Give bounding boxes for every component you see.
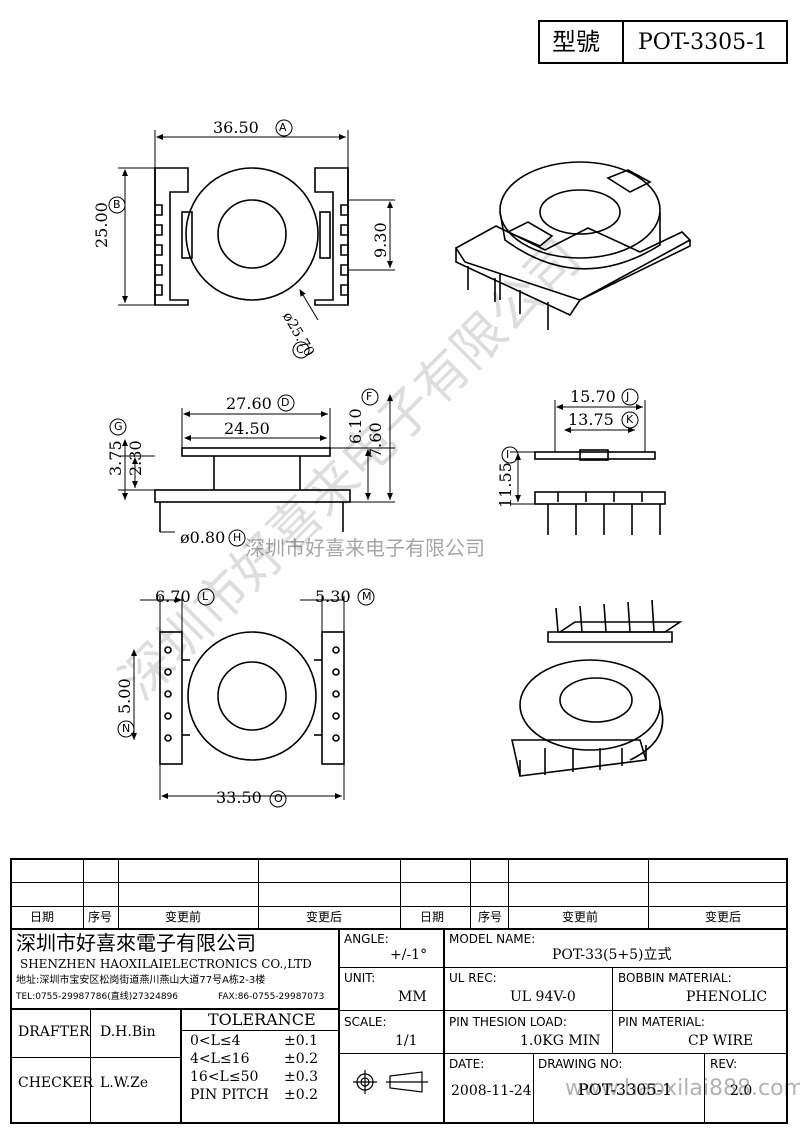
tol-range-3: 16<L≤50: [190, 1069, 259, 1085]
ref-k: K: [626, 413, 634, 426]
dim-9-30: 9.30: [371, 222, 390, 258]
tol-range-1: 0<L≤4: [190, 1033, 241, 1049]
dim-e: 24.50: [224, 419, 270, 438]
date-label: DATE:: [449, 1057, 485, 1071]
rev-header-before-2: 变更前: [562, 910, 599, 924]
iso-view-lower: [511, 599, 683, 777]
drafter-name: D.H.Bin: [100, 1024, 156, 1040]
ref-f: F: [366, 390, 373, 403]
pin-load-label: PIN THESION LOAD:: [449, 1015, 567, 1029]
ul-value: UL 94V-0: [510, 989, 576, 1005]
iso-view-upper: [454, 161, 692, 330]
dim-l: 6.70: [155, 587, 191, 606]
tolerance-title: TOLERANCE: [208, 1010, 316, 1029]
tol-range-2: 4<L≤16: [190, 1051, 250, 1067]
ref-n: N: [122, 722, 131, 735]
ref-l: L: [202, 590, 209, 603]
scale-value: 1/1: [395, 1033, 418, 1049]
watermark-horizontal: 深圳市好喜来电子有限公司: [245, 536, 485, 560]
ref-i: I: [506, 448, 510, 461]
tol-value-2: ±0.2: [284, 1051, 318, 1067]
company-fax: FAX:86-0755-29987073: [218, 992, 325, 1002]
rev-value: 2.0: [730, 1083, 753, 1099]
pin-material-value: CP WIRE: [688, 1033, 754, 1049]
rev-header-after-2: 变更后: [705, 910, 742, 924]
ref-h: H: [233, 531, 242, 544]
dim-m: 5.30: [315, 587, 351, 606]
rev-header-before-1: 变更前: [165, 910, 202, 924]
company-address: 地址:深圳市宝安区松岗街道燕川燕山大道77号A栋2-3楼: [16, 975, 266, 986]
dim-d: 27.60: [226, 394, 272, 413]
pin-load-value: 1.0KG MIN: [520, 1033, 601, 1049]
model-label: 型號: [552, 28, 600, 56]
checker-name: L.W.Ze: [100, 1075, 149, 1091]
tol-range-4: PIN PITCH: [190, 1087, 269, 1103]
dim-g: 3.75: [106, 440, 125, 476]
drafter-label: DRAFTER: [18, 1024, 90, 1040]
rev-header-after-1: 变更后: [306, 910, 343, 924]
ref-b: B: [113, 198, 121, 211]
bobbin-value: PHENOLIC: [686, 989, 768, 1005]
dim-b: 25.00: [92, 202, 111, 248]
ref-g: G: [114, 420, 123, 433]
model-number: POT-3305-1: [638, 30, 768, 55]
ref-j: J: [626, 390, 630, 403]
pin-material-label: PIN MATERIAL:: [618, 1015, 705, 1029]
tol-value-1: ±0.1: [284, 1033, 318, 1049]
tol-value-4: ±0.2: [284, 1087, 318, 1103]
rev-label: REV:: [710, 1057, 738, 1071]
model-name-value: POT-33(5+5)立式: [552, 947, 672, 963]
scale-label: SCALE:: [344, 1015, 387, 1029]
ref-o: O: [274, 792, 283, 805]
dim-j: 15.70: [570, 387, 616, 406]
checker-label: CHECKER: [18, 1075, 94, 1091]
dim-k: 13.75: [568, 410, 614, 429]
watermark-url: www.haoxilai888.com: [565, 1076, 800, 1101]
unit-label: UNIT:: [344, 971, 376, 985]
rev-header-seq-1: 序号: [88, 910, 113, 924]
dim-h: ø0.80: [180, 528, 226, 547]
date-value: 2008-11-24: [451, 1083, 532, 1099]
drawing-no-label: DRAWING NO:: [538, 1057, 623, 1071]
technical-drawing: [108, 119, 692, 808]
model-name-label: MODEL NAME:: [449, 932, 536, 946]
dim-i: 11.55: [496, 462, 515, 508]
front-view: [510, 400, 666, 535]
ul-label: UL REC:: [449, 971, 497, 985]
rev-header-date-1: 日期: [30, 910, 55, 924]
rev-header-seq-2: 序号: [478, 910, 503, 924]
rev-header-date-2: 日期: [420, 910, 445, 924]
company-tel: TEL:0755-29987786(直线)27324896: [16, 992, 179, 1002]
drawing-no-value: POT-3305-1: [578, 1080, 673, 1099]
ref-a: A: [279, 121, 287, 134]
bottom-view: [131, 596, 345, 800]
angle-label: ANGLE:: [344, 932, 389, 946]
ref-d: D: [281, 396, 290, 409]
bobbin-label: BOBBIN MATERIAL:: [618, 971, 732, 985]
dim-2-30: 2.30: [126, 440, 145, 476]
company-name-en: SHENZHEN HAOXILAIELECTRONICS CO.,LTD: [20, 957, 312, 971]
top-view: [118, 130, 395, 321]
tol-value-3: ±0.3: [284, 1069, 318, 1085]
dim-a: 36.50: [213, 118, 259, 137]
side-view: [118, 394, 395, 533]
unit-value: MM: [398, 989, 427, 1005]
title-block: [10, 858, 788, 1124]
company-name-cn: 深圳市好喜來電子有限公司: [16, 931, 256, 955]
dim-o: 33.50: [216, 788, 262, 807]
ref-c: C: [296, 343, 304, 356]
title-box: 型號 POT-3305-1: [538, 20, 788, 64]
projection-symbol-icon: [353, 1070, 428, 1094]
angle-value: +/-1°: [390, 947, 428, 963]
ref-m: M: [362, 590, 372, 603]
